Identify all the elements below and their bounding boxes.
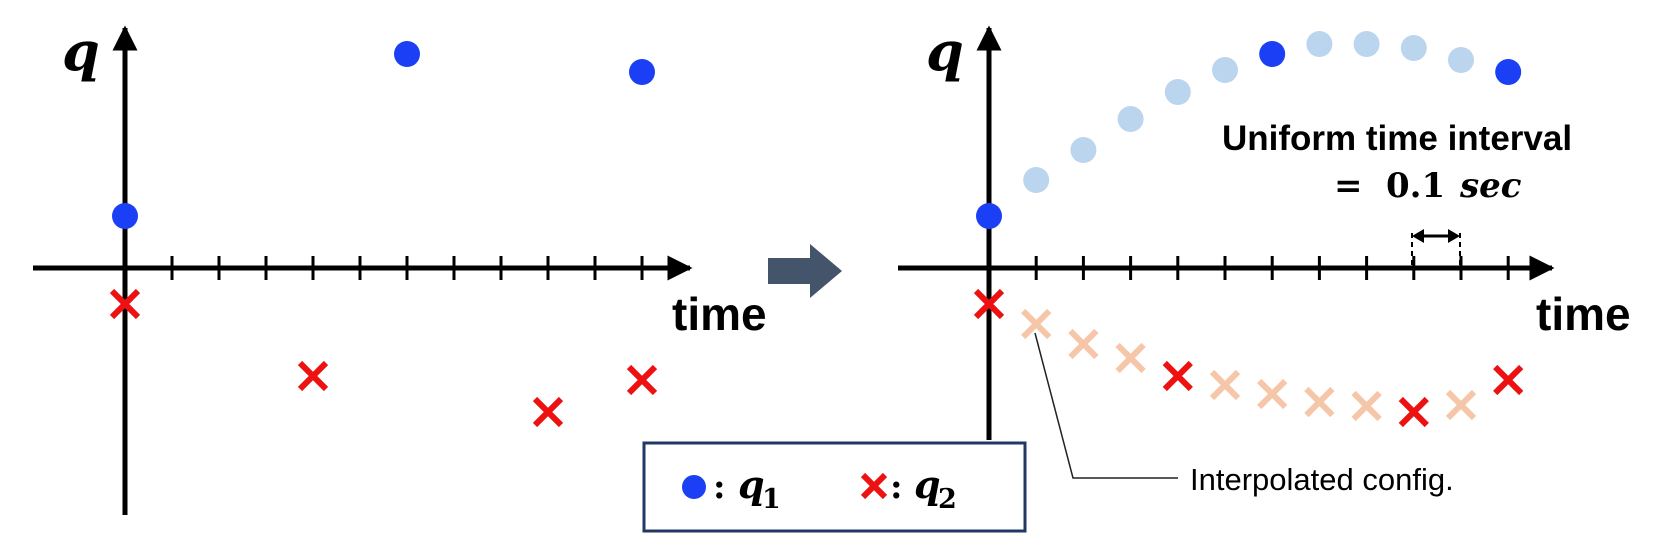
right-x-axis-label: time	[1536, 288, 1631, 340]
interval-note-equals: =	[1334, 166, 1363, 206]
left-q2-points	[109, 288, 658, 428]
right-interpolated-q2-points	[1021, 308, 1477, 422]
left-panel: q time	[33, 19, 767, 515]
q2-point	[1162, 360, 1193, 392]
interpolated-q1-point	[1023, 167, 1050, 193]
left-q1-points	[112, 41, 655, 229]
q2-point	[1398, 396, 1429, 428]
interpolated-q1-point	[1164, 79, 1191, 105]
legend-q1-marker	[682, 475, 706, 499]
q2-point	[109, 288, 141, 320]
interpolated-q2-point	[1021, 308, 1052, 340]
interpolated-q1-point	[1070, 137, 1097, 163]
legend-q1-subscript: 1	[762, 484, 781, 515]
q2-point	[532, 396, 564, 428]
interpolated-q1-point	[1212, 57, 1238, 83]
q1-point	[394, 41, 420, 67]
left-axis-ticks	[170, 256, 644, 280]
q1-point	[629, 59, 655, 85]
interval-note-unit: sec	[1459, 166, 1522, 206]
interpolated-q1-point	[1353, 31, 1380, 57]
interpolated-q2-point	[1115, 342, 1146, 374]
legend-q1-symbol: q	[738, 462, 765, 507]
right-q2-points	[973, 288, 1524, 428]
q2-point	[297, 360, 329, 392]
interpolated-q1-point	[1448, 47, 1474, 73]
q1-point	[1495, 59, 1522, 85]
interpolated-q1-point	[1306, 31, 1333, 57]
legend-box	[642, 441, 1027, 533]
interval-note-title: Uniform time interval	[1222, 119, 1572, 158]
q1-point	[112, 203, 138, 229]
legend-q2-subscript: 2	[938, 484, 957, 515]
legend-q2-symbol: q	[914, 462, 941, 507]
q2-point	[973, 288, 1005, 320]
legend-q2-marker	[860, 472, 888, 500]
q2-point	[626, 364, 658, 396]
legend: : q 1 : q 2	[642, 441, 1027, 533]
interpolated-q2-point	[1351, 390, 1382, 422]
callout-leader-line	[1034, 332, 1178, 479]
interpolated-q2-point	[1209, 369, 1241, 401]
interpolated-q2-point	[1257, 378, 1288, 410]
right-interpolated-q1-points	[1023, 31, 1474, 193]
legend-q1-separator: :	[713, 467, 726, 507]
interpolated-q2-point	[1445, 389, 1477, 421]
interpolated-q2-point	[1068, 328, 1099, 360]
right-panel: q time Uniform time interval = 0.1 sec I…	[898, 19, 1631, 497]
right-axis-ticks	[1034, 256, 1510, 280]
legend-q2-separator: :	[890, 467, 903, 507]
right-q1-points	[976, 41, 1522, 229]
interpolated-q1-point	[1117, 106, 1144, 132]
q2-point	[1493, 364, 1524, 396]
q1-point	[1259, 41, 1286, 67]
right-y-axis-label: q	[926, 19, 964, 83]
callout-label: Interpolated config.	[1190, 462, 1454, 497]
interpolated-q1-point	[1400, 35, 1427, 61]
interval-bracket	[1411, 229, 1461, 268]
left-y-axis-label: q	[62, 19, 100, 83]
interval-note-value: 0.1	[1386, 166, 1445, 206]
left-x-axis-label: time	[672, 288, 767, 340]
q1-point	[976, 203, 1002, 229]
transition-arrow	[768, 244, 842, 298]
interpolated-q2-point	[1304, 386, 1335, 418]
